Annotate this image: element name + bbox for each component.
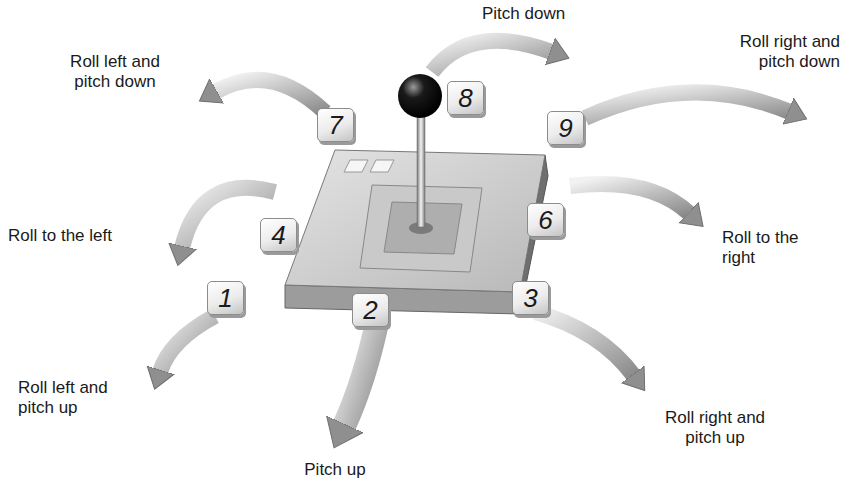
- direction-label: Roll left and pitch down: [50, 52, 180, 92]
- key-number: 6: [538, 206, 552, 234]
- arrow: [344, 318, 378, 426]
- key-number: 8: [458, 84, 472, 112]
- arrow: [570, 184, 690, 214]
- keypad-key: 8: [447, 81, 484, 115]
- arrow: [585, 92, 790, 118]
- keypad-key: 3: [512, 281, 549, 315]
- keypad-key: 6: [527, 203, 564, 237]
- direction-label: Roll to the left: [8, 226, 168, 246]
- joystick-base: [285, 74, 548, 314]
- direction-label: Roll right and pitch down: [710, 32, 840, 72]
- key-number: 1: [218, 284, 232, 312]
- keypad-key: 4: [260, 218, 297, 252]
- key-number: 2: [363, 296, 377, 324]
- arrow: [215, 80, 325, 112]
- arrow: [535, 312, 634, 376]
- keypad-key: 1: [207, 281, 244, 315]
- keypad-key: 7: [317, 108, 354, 142]
- keypad-key: 2: [352, 293, 389, 327]
- key-number: 9: [558, 114, 572, 142]
- direction-label: Pitch down: [482, 4, 602, 24]
- direction-label: Roll left and pitch up: [18, 378, 128, 418]
- direction-label: Pitch up: [285, 460, 385, 480]
- key-number: 7: [328, 111, 342, 139]
- key-number: 3: [523, 284, 537, 312]
- direction-arrows: [160, 41, 790, 426]
- direction-label: Roll right and pitch up: [660, 408, 770, 448]
- key-number: 4: [271, 221, 285, 249]
- arrow: [160, 316, 215, 372]
- direction-label: Roll to the right: [722, 228, 822, 268]
- arrow: [432, 41, 552, 72]
- keypad-key: 9: [547, 111, 584, 145]
